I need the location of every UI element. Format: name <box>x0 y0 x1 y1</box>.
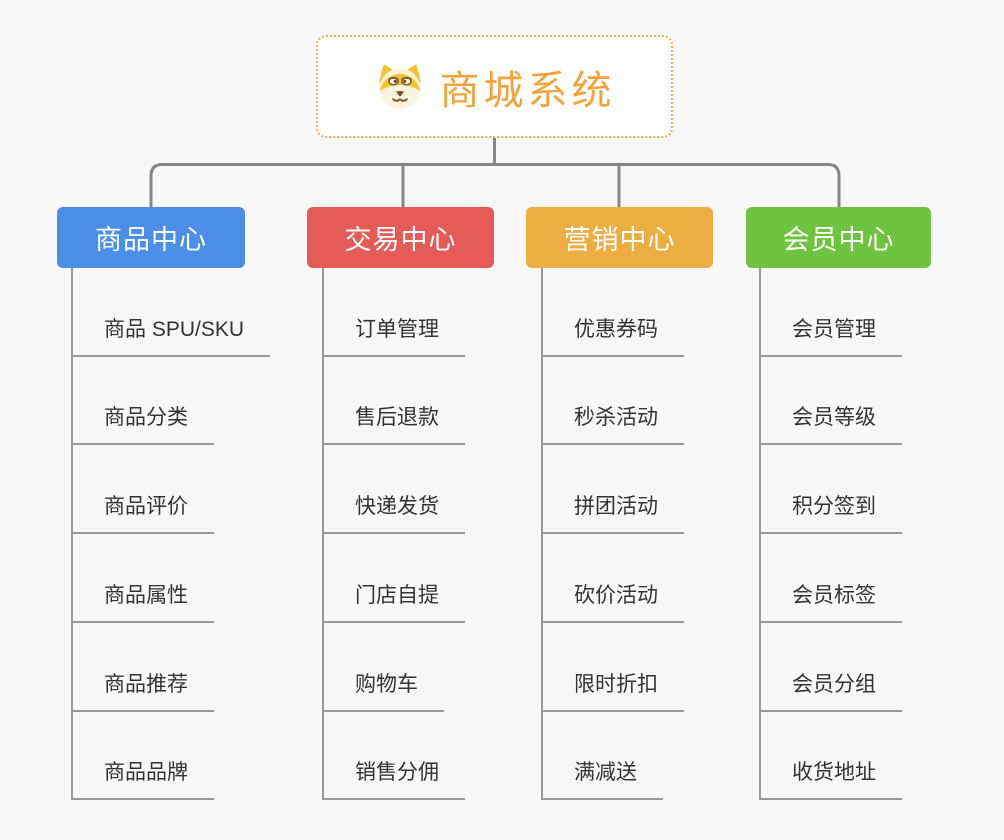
branch-spine <box>541 268 543 800</box>
branch-node-product-center[interactable]: 商品中心 <box>57 207 245 268</box>
leaf-item[interactable]: 会员等级 <box>759 401 902 445</box>
branch-node-member-center[interactable]: 会员中心 <box>746 207 931 268</box>
branch-rail-line <box>149 163 841 208</box>
leaf-item[interactable]: 会员管理 <box>759 313 902 357</box>
leaf-item[interactable]: 会员分组 <box>759 668 902 712</box>
branch-label: 交易中心 <box>344 225 457 255</box>
leaf-item[interactable]: 收货地址 <box>759 756 902 800</box>
leaf-item[interactable]: 商品推荐 <box>71 668 214 712</box>
branch-label: 商品中心 <box>95 225 207 255</box>
branch-spine <box>759 268 761 800</box>
leaf-item[interactable]: 限时折扣 <box>541 668 684 712</box>
leaf-item[interactable]: 商品 SPU/SKU <box>71 313 271 357</box>
leaf-item[interactable]: 商品评价 <box>71 490 214 534</box>
leaf-item[interactable]: 商品属性 <box>71 579 214 623</box>
branch-label: 会员中心 <box>782 225 895 255</box>
leaf-item[interactable]: 拼团活动 <box>541 490 684 534</box>
leaf-item[interactable]: 优惠券码 <box>541 313 684 357</box>
leaf-item[interactable]: 商品分类 <box>71 401 214 445</box>
root-node[interactable]: 商城系统 <box>316 35 673 138</box>
leaf-item[interactable]: 售后退款 <box>322 401 465 445</box>
branch-spine <box>322 268 324 800</box>
leaf-item[interactable]: 砍价活动 <box>541 579 684 623</box>
leaf-item[interactable]: 快递发货 <box>322 490 465 534</box>
leaf-item[interactable]: 购物车 <box>322 668 444 712</box>
leaf-item[interactable]: 门店自提 <box>322 579 465 623</box>
leaf-item[interactable]: 销售分佣 <box>322 756 465 800</box>
branch-node-marketing-center[interactable]: 营销中心 <box>526 207 713 268</box>
leaf-item[interactable]: 订单管理 <box>322 313 465 357</box>
dog-face-icon <box>374 63 426 111</box>
branch-node-trade-center[interactable]: 交易中心 <box>307 207 494 268</box>
leaf-item[interactable]: 秒杀活动 <box>541 401 684 445</box>
branch-label: 营销中心 <box>563 225 676 255</box>
leaf-item[interactable]: 会员标签 <box>759 579 902 623</box>
leaf-item[interactable]: 商品品牌 <box>71 756 214 800</box>
root-title: 商城系统 <box>439 68 616 113</box>
leaf-item[interactable]: 满减送 <box>541 756 663 800</box>
branch-spine <box>71 268 73 800</box>
leaf-item[interactable]: 积分签到 <box>759 490 902 534</box>
